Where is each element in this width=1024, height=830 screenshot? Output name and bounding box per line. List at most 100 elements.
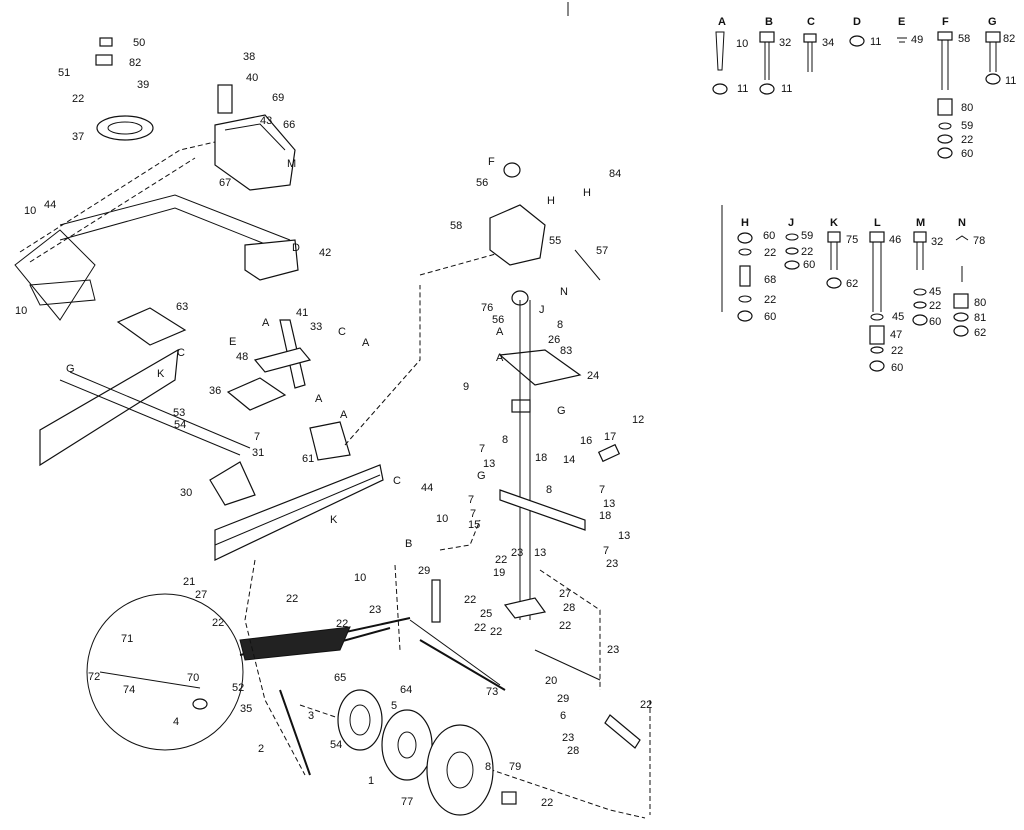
- legend-key: E: [898, 16, 905, 28]
- legend-part: 11: [1005, 75, 1016, 87]
- legend-key: F: [942, 16, 949, 28]
- legend-key: G: [988, 16, 997, 28]
- callout-label: E: [229, 336, 236, 348]
- callout-label: 77: [401, 796, 413, 808]
- legend-part: 60: [961, 148, 973, 160]
- callout-label: 4: [173, 716, 179, 728]
- callout-label: 22: [72, 93, 84, 105]
- callout-label: 21: [183, 576, 195, 588]
- callout-label: 70: [187, 672, 199, 684]
- callout-label: N: [560, 286, 568, 298]
- callout-label: 28: [563, 602, 575, 614]
- legend-part: 58: [958, 33, 970, 45]
- callout-label: 16: [580, 435, 592, 447]
- hardware-legend-top: A 10 11 B 32 11 C 34 D 11 E 49 F 58 80 5…: [712, 16, 1016, 160]
- callout-label: 5: [391, 700, 397, 712]
- legend-key: M: [916, 217, 925, 229]
- legend-key: D: [853, 16, 861, 28]
- legend-part: 60: [891, 362, 903, 374]
- callout-label: K: [330, 514, 338, 526]
- legend-part: 80: [974, 297, 986, 309]
- callout-label: 82: [129, 57, 141, 69]
- legend-part: 47: [890, 329, 902, 341]
- callout-label: K: [157, 368, 165, 380]
- callout-label: A: [315, 393, 323, 405]
- callout-label: 15: [468, 519, 480, 531]
- legend-part: 59: [961, 120, 973, 132]
- callout-label: 55: [549, 235, 561, 247]
- callout-label: 37: [72, 131, 84, 143]
- callout-label: 22: [212, 617, 224, 629]
- legend-part: 60: [763, 230, 775, 242]
- callout-label: G: [66, 363, 75, 375]
- legend-part: 22: [891, 345, 903, 357]
- callout-label: G: [557, 405, 566, 417]
- callout-label: 20: [545, 675, 557, 687]
- legend-part: 11: [781, 83, 792, 95]
- callout-label: A: [340, 409, 348, 421]
- legend-part: 49: [911, 34, 923, 46]
- callout-label: 23: [606, 558, 618, 570]
- callout-label: 63: [176, 301, 188, 313]
- callout-label: 23: [562, 732, 574, 744]
- legend-part: 62: [974, 327, 986, 339]
- callout-label: 22: [640, 699, 652, 711]
- callout-label: 22: [559, 620, 571, 632]
- callout-label: 13: [618, 530, 630, 542]
- callout-label: 19: [493, 567, 505, 579]
- legend-part: 60: [929, 316, 941, 328]
- callout-label: 14: [563, 454, 575, 466]
- callout-label: G: [477, 470, 486, 482]
- callout-label: 57: [596, 245, 608, 257]
- callout-label: 69: [272, 92, 284, 104]
- legend-part: 80: [961, 102, 973, 114]
- legend-part: 82: [1003, 33, 1015, 45]
- callout-label: 22: [490, 626, 502, 638]
- callout-label: 10: [15, 305, 27, 317]
- legend-part: 22: [961, 134, 973, 146]
- legend-key: B: [765, 16, 773, 28]
- callout-label: 76: [481, 302, 493, 314]
- callout-label: 31: [252, 447, 264, 459]
- callout-label: 22: [495, 554, 507, 566]
- callout-label: 54: [174, 419, 186, 431]
- callout-label: 25: [480, 608, 492, 620]
- callout-label: 13: [603, 498, 615, 510]
- legend-part: 22: [764, 294, 776, 306]
- callout-label: 7: [599, 484, 605, 496]
- callout-label: 72: [88, 671, 100, 683]
- callout-label: 29: [557, 693, 569, 705]
- legend-part: 22: [764, 247, 776, 259]
- callout-label: A: [496, 326, 504, 338]
- callout-label: 84: [609, 168, 621, 180]
- callout-label: 50: [133, 37, 145, 49]
- callout-label: 48: [236, 351, 248, 363]
- legend-part: 45: [892, 311, 904, 323]
- legend-part: 11: [737, 83, 748, 95]
- callout-label: 10: [354, 572, 366, 584]
- callout-label: 61: [302, 453, 314, 465]
- callout-label: 56: [492, 314, 504, 326]
- callout-label: 44: [44, 199, 56, 211]
- legend-part: 45: [929, 286, 941, 298]
- legend-part: 22: [801, 246, 813, 258]
- callout-label: C: [338, 326, 346, 338]
- callout-label: 7: [479, 443, 485, 455]
- legend-part: 22: [929, 300, 941, 312]
- legend-part: 78: [973, 235, 985, 247]
- callout-label: 67: [219, 177, 231, 189]
- callout-label: 79: [509, 761, 521, 773]
- callout-label: 36: [209, 385, 221, 397]
- callout-label: 56: [476, 177, 488, 189]
- callout-label: 7: [603, 545, 609, 557]
- legend-part: 10: [736, 38, 748, 50]
- callout-label: 18: [535, 452, 547, 464]
- legend-part: 32: [779, 37, 791, 49]
- callout-label: F: [488, 156, 495, 168]
- callout-label: 22: [474, 622, 486, 634]
- callout-label: 10: [436, 513, 448, 525]
- callout-label: 7: [470, 508, 476, 520]
- legend-part: 60: [764, 311, 776, 323]
- callout-label: 18: [599, 510, 611, 522]
